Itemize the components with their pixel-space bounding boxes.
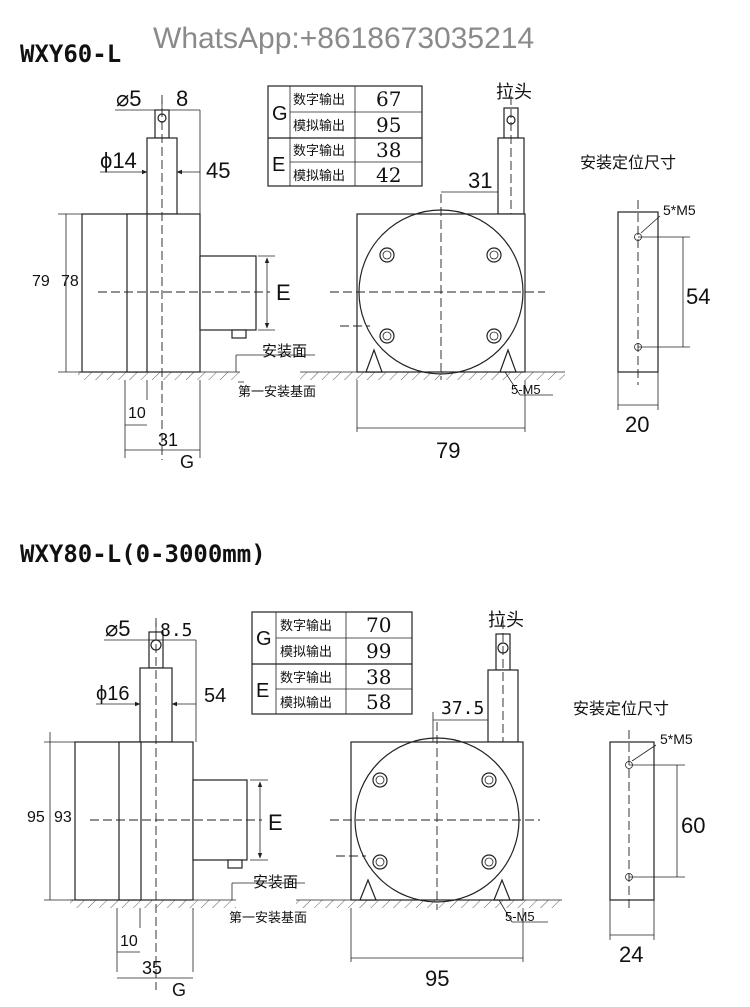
table-value: 38 <box>376 138 401 162</box>
side-view: ⌀5 8 ϕ14 45 79 78 E 安装面 第一安装基面 10 <box>32 86 316 472</box>
mount-dims-label: 安装定位尺寸 <box>580 154 676 172</box>
table-value: 67 <box>376 87 401 111</box>
body-dia-label: ϕ16 <box>96 683 129 705</box>
mount-20-label: 20 <box>625 412 649 437</box>
table-value: 95 <box>376 113 401 137</box>
pin-dia-label: ⌀5 <box>105 616 130 641</box>
height-inner-label: 78 <box>61 273 79 290</box>
side-view: ⌀5 8.5 ϕ16 54 95 93 E 安装面 第一安装基面 10 35 <box>27 616 307 1000</box>
first-mount-face-label: 第一安装基面 <box>238 384 316 399</box>
section-wxy80: WXY80-L(0-3000mm) ⌀5 8.5 ϕ16 54 <box>20 540 705 1000</box>
g-label: G <box>172 980 186 1000</box>
table-group-g: G <box>256 628 272 650</box>
pin-offset-label: 8 <box>176 86 188 111</box>
spec-table: G E 数字输出 模拟输出 数字输出 模拟输出 70 99 38 58 <box>251 611 413 715</box>
mount-54-label: 54 <box>686 284 710 309</box>
height-outer-label: 79 <box>32 273 50 290</box>
table-label: 模拟输出 <box>293 118 345 133</box>
mount-20-label: 24 <box>619 942 643 967</box>
pull-head-label: 拉头 <box>488 610 524 630</box>
front-31-label: 31 <box>468 168 492 193</box>
shaft-len-label: 54 <box>204 685 226 707</box>
table-group-g: G <box>272 103 288 125</box>
front-31-label: 37.5 <box>441 698 484 719</box>
first-mount-face-label: 第一安装基面 <box>229 910 307 925</box>
mount-view: 安装定位尺寸 60 5*M5 24 <box>573 700 705 967</box>
section-title: WXY60-L <box>20 40 121 68</box>
table-value: 42 <box>376 163 401 187</box>
table-label: 模拟输出 <box>280 644 332 659</box>
table-group-e: E <box>272 154 285 176</box>
spec-table: G E 数字输出 模拟输出 数字输出 模拟输出 67 95 38 42 <box>267 85 423 187</box>
table-label: 数字输出 <box>293 92 345 107</box>
encoder-label: E <box>276 280 291 305</box>
height-inner-label: 93 <box>54 809 72 826</box>
table-value: 38 <box>366 665 391 689</box>
pin-offset-label: 8.5 <box>160 620 193 641</box>
w31-label: 31 <box>158 430 178 450</box>
table-label: 数字输出 <box>293 143 345 158</box>
table-value: 99 <box>366 639 391 663</box>
w31-label: 35 <box>142 958 162 978</box>
watermark-text: WhatsApp:+8618673035214 <box>153 22 534 55</box>
g-label: G <box>180 452 194 472</box>
front-view: 拉头 37.5 95 5-M <box>296 610 562 991</box>
base-w-label: 10 <box>128 405 146 422</box>
mount-face-label: 安装面 <box>262 343 307 360</box>
encoder-label: E <box>268 810 283 835</box>
table-group-e: E <box>256 680 269 702</box>
table-value: 58 <box>366 690 391 714</box>
pin-dia-label: ⌀5 <box>116 86 141 111</box>
pull-head-label: 拉头 <box>496 82 532 102</box>
section-title: WXY80-L(0-3000mm) <box>20 540 266 568</box>
front-view: 拉头 31 79 <box>300 82 565 463</box>
table-value: 70 <box>366 613 391 637</box>
shaft-len-label: 45 <box>206 158 230 183</box>
table-label: 模拟输出 <box>293 168 345 183</box>
w79-label: 95 <box>425 966 449 991</box>
base-w-label: 10 <box>120 933 138 950</box>
mount-54-label: 60 <box>681 813 705 838</box>
height-outer-label: 95 <box>27 809 45 826</box>
mount-dims-label: 安装定位尺寸 <box>573 700 669 718</box>
table-label: 数字输出 <box>280 618 332 633</box>
w79-label: 79 <box>436 438 460 463</box>
screw-label: 5-M5 <box>511 382 541 397</box>
hole-label: 5*M5 <box>660 731 693 747</box>
table-label: 模拟输出 <box>280 695 332 710</box>
hole-label: 5*M5 <box>663 202 696 218</box>
screw-label: 5-M5 <box>505 909 535 924</box>
mount-face-label: 安装面 <box>253 874 298 891</box>
body-dia-label: ϕ14 <box>100 148 137 173</box>
section-wxy60: WXY60-L ⌀5 8 <box>20 40 710 472</box>
table-label: 数字输出 <box>280 670 332 685</box>
mount-view: 安装定位尺寸 54 5*M5 20 <box>580 154 710 437</box>
